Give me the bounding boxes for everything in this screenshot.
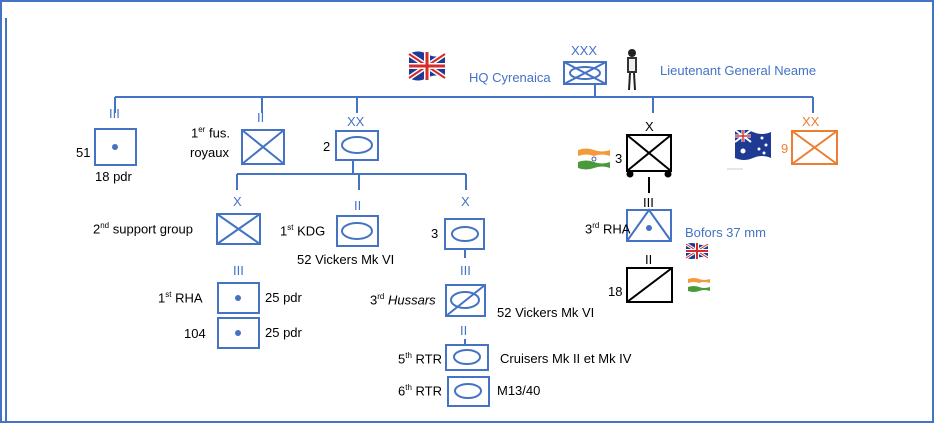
support-group-symbol bbox=[217, 214, 260, 244]
kdg-caption: 52 Vickers Mk VI bbox=[297, 253, 394, 266]
unit-18-echelon: II bbox=[645, 253, 652, 266]
fus-echelon: II bbox=[257, 111, 264, 124]
indian-3-echelon: X bbox=[645, 120, 654, 133]
armd-3-symbol bbox=[445, 219, 484, 249]
rha-1-echelon: III bbox=[233, 264, 244, 277]
rha-1-text: RHA bbox=[171, 290, 202, 305]
fus-text: fus. bbox=[205, 125, 230, 140]
rha-1-equip: 25 pdr bbox=[265, 291, 302, 304]
support-text: support group bbox=[109, 221, 193, 236]
rha-3-label: 3rd RHA bbox=[585, 222, 630, 235]
india-flag-small-icon bbox=[688, 278, 710, 292]
rha-3-echelon: III bbox=[643, 196, 654, 209]
rha-3-text: RHA bbox=[599, 221, 630, 236]
kdg-label: 1st KDG bbox=[280, 224, 325, 237]
hq-unit bbox=[564, 62, 606, 84]
support-echelon: X bbox=[233, 195, 242, 208]
rha-1-symbol bbox=[218, 283, 259, 313]
unit-104-symbol bbox=[218, 318, 259, 348]
unit-51-echelon: III bbox=[109, 107, 120, 120]
rha-3-equip: Bofors 37 mm bbox=[685, 226, 766, 239]
rtr-5-equip: Cruisers Mk II et Mk IV bbox=[500, 352, 631, 365]
australia-flag-icon bbox=[735, 130, 771, 160]
div-2-number: 2 bbox=[323, 140, 330, 153]
india-flag-icon bbox=[578, 149, 610, 170]
hussars-symbol bbox=[446, 285, 485, 316]
hq-commander: Lieutenant General Neame bbox=[660, 64, 816, 77]
unit-104-number: 104 bbox=[184, 327, 206, 340]
rha-3-symbol bbox=[627, 210, 671, 241]
rtr-6-text: RTR bbox=[412, 383, 442, 398]
uk-flag-icon bbox=[409, 52, 445, 81]
unit-18-number: 18 bbox=[608, 285, 622, 298]
indian-3-symbol bbox=[627, 135, 672, 178]
unit-51-caption: 18 pdr bbox=[95, 170, 132, 183]
fus-label-line1: 1er fus. bbox=[191, 126, 230, 139]
kdg-symbol bbox=[337, 216, 378, 246]
div-2-symbol bbox=[336, 131, 378, 160]
rtr-5-label: 5th RTR bbox=[398, 352, 442, 365]
armd-3-number: 3 bbox=[431, 227, 438, 240]
rtr-5-sup: th bbox=[405, 351, 412, 360]
hussars-text: Hussars bbox=[384, 292, 435, 307]
unit-51-number: 51 bbox=[76, 146, 90, 159]
hussars-label: 3rd Hussars bbox=[370, 293, 436, 306]
hq-echelon: XXX bbox=[571, 44, 597, 57]
support-label: 2nd support group bbox=[93, 222, 193, 235]
unit-18-symbol bbox=[627, 268, 672, 302]
indian-3-number: 3 bbox=[615, 152, 622, 165]
rtr-6-label: 6th RTR bbox=[398, 384, 442, 397]
div-2-echelon: XX bbox=[347, 115, 364, 128]
rtr-6-equip: M13/40 bbox=[497, 384, 540, 397]
rtr-6-symbol bbox=[448, 377, 489, 406]
fus-royaux-symbol bbox=[242, 130, 284, 164]
general-figure-icon bbox=[627, 49, 637, 90]
rtr-5-symbol bbox=[446, 345, 488, 370]
kdg-text: KDG bbox=[293, 223, 325, 238]
uk-flag-small-icon bbox=[686, 243, 708, 259]
aus-9-echelon: XX bbox=[802, 115, 819, 128]
aus-9-number: 9 bbox=[781, 142, 788, 155]
rtr-5-echelon: II bbox=[460, 324, 467, 337]
hq-label: HQ Cyrenaica bbox=[469, 71, 551, 84]
rha-1-label: 1st RHA bbox=[158, 291, 203, 304]
unit-51-symbol bbox=[95, 129, 136, 165]
hussars-echelon: III bbox=[460, 264, 471, 277]
unit-104-equip: 25 pdr bbox=[265, 326, 302, 339]
armd-3-echelon: X bbox=[461, 195, 470, 208]
kdg-echelon: II bbox=[354, 199, 361, 212]
rtr-6-sup: th bbox=[405, 383, 412, 392]
rtr-5-text: RTR bbox=[412, 351, 442, 366]
hussars-equip: 52 Vickers Mk VI bbox=[497, 306, 594, 319]
aus-9-symbol bbox=[792, 131, 837, 164]
fus-label-line2: royaux bbox=[190, 146, 229, 159]
support-sup: nd bbox=[100, 221, 109, 230]
